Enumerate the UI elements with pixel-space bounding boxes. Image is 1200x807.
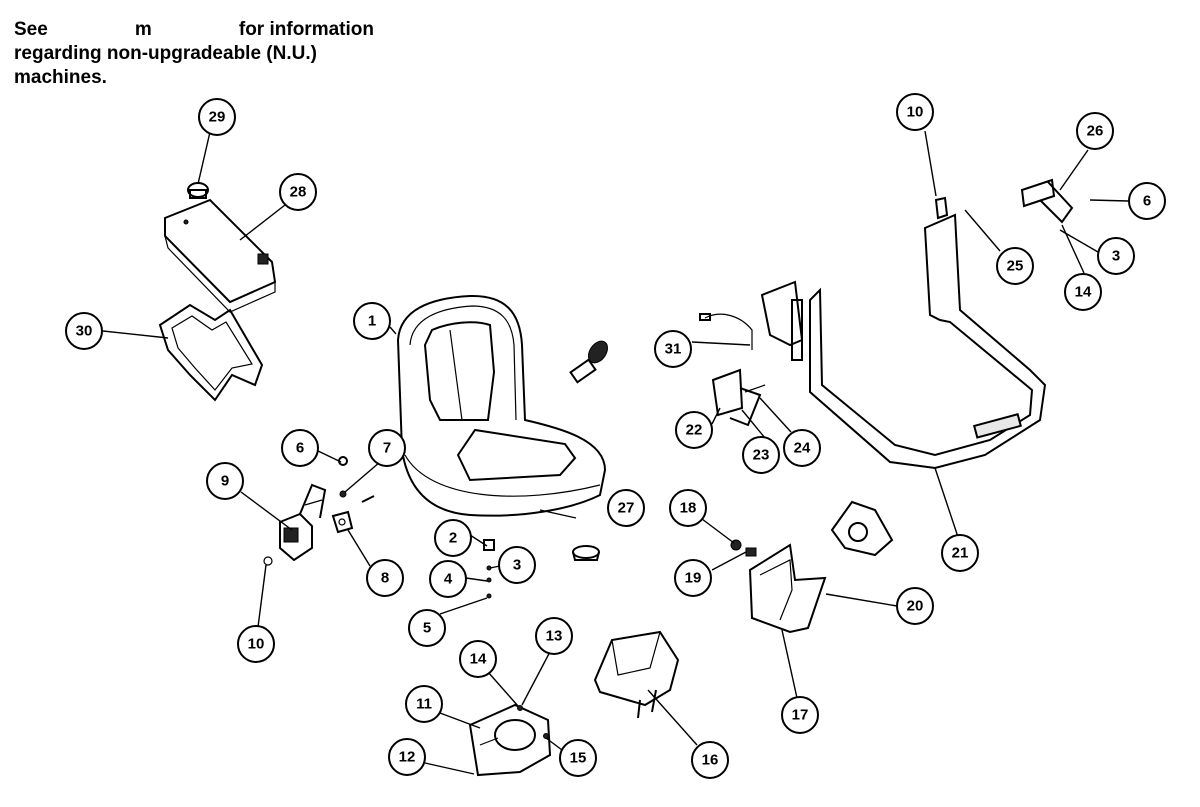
svg-text:18: 18 bbox=[680, 500, 697, 517]
svg-text:25: 25 bbox=[1007, 258, 1024, 275]
callout-13: 13 bbox=[535, 617, 573, 655]
svg-text:3: 3 bbox=[1112, 248, 1120, 265]
callout-26: 26 bbox=[1076, 112, 1114, 150]
svg-text:17: 17 bbox=[792, 707, 809, 724]
svg-text:22: 22 bbox=[686, 422, 703, 439]
callout-27: 27 bbox=[607, 489, 645, 527]
svg-text:27: 27 bbox=[618, 500, 635, 517]
callout-19: 19 bbox=[674, 559, 712, 597]
callout-16: 16 bbox=[691, 741, 729, 779]
callout-4: 4 bbox=[429, 560, 467, 598]
callout-9: 9 bbox=[206, 462, 244, 500]
note-word-info: for information bbox=[238, 19, 374, 40]
callout-10-upper: 10 bbox=[896, 93, 934, 131]
svg-text:14: 14 bbox=[470, 651, 487, 668]
svg-text:19: 19 bbox=[685, 570, 702, 587]
svg-text:9: 9 bbox=[221, 473, 229, 490]
callout-15: 15 bbox=[559, 739, 597, 777]
part-31-bracket bbox=[699, 280, 804, 361]
callout-14-upper: 14 bbox=[1064, 273, 1102, 311]
svg-text:5: 5 bbox=[423, 620, 431, 637]
svg-text:20: 20 bbox=[907, 598, 924, 615]
svg-text:11: 11 bbox=[416, 696, 432, 713]
callout-31: 31 bbox=[654, 330, 692, 368]
svg-text:12: 12 bbox=[399, 749, 416, 766]
callout-5: 5 bbox=[408, 609, 446, 647]
part-9-switch-assembly bbox=[263, 456, 375, 566]
part-22-24-bracket-set bbox=[711, 368, 766, 427]
callout-20: 20 bbox=[896, 587, 934, 625]
callout-10: 10 bbox=[237, 625, 275, 663]
callout-14: 14 bbox=[459, 640, 497, 678]
svg-text:10: 10 bbox=[907, 104, 924, 121]
svg-text:29: 29 bbox=[209, 109, 226, 126]
callout-30: 30 bbox=[65, 312, 103, 350]
svg-text:28: 28 bbox=[290, 184, 307, 201]
svg-text:15: 15 bbox=[570, 750, 587, 767]
part-30-gasket bbox=[158, 303, 264, 402]
svg-text:8: 8 bbox=[381, 570, 389, 587]
callout-1: 1 bbox=[353, 302, 391, 340]
callout-24: 24 bbox=[783, 429, 821, 467]
part-29-knob bbox=[187, 182, 209, 199]
info-note: See m for information regarding non-upgr… bbox=[14, 18, 374, 90]
callout-7: 7 bbox=[368, 429, 406, 467]
callout-2: 2 bbox=[434, 519, 472, 557]
note-word-see: See bbox=[14, 19, 48, 40]
svg-text:16: 16 bbox=[702, 752, 719, 769]
note-word-m: m bbox=[134, 19, 152, 40]
callout-3-upper: 3 bbox=[1097, 237, 1135, 275]
callout-28: 28 bbox=[279, 173, 317, 211]
part-21-frame bbox=[809, 196, 1047, 470]
callout-8: 8 bbox=[366, 559, 404, 597]
callout-11: 11 bbox=[405, 685, 443, 723]
svg-text:21: 21 bbox=[952, 545, 969, 562]
note-line-3: machines. bbox=[14, 67, 107, 88]
note-line-2: regarding non-upgradeable (N.U.) bbox=[14, 43, 317, 64]
callout-23: 23 bbox=[742, 436, 780, 474]
callout-25: 25 bbox=[996, 247, 1034, 285]
part-26-bracket bbox=[1020, 178, 1074, 224]
callout-22: 22 bbox=[675, 411, 713, 449]
part-2-5-hardware bbox=[483, 539, 495, 599]
callout-18: 18 bbox=[669, 489, 707, 527]
svg-text:31: 31 bbox=[665, 341, 682, 358]
part-1-seat bbox=[396, 294, 607, 517]
callout-6: 6 bbox=[281, 429, 319, 467]
svg-text:13: 13 bbox=[546, 628, 563, 645]
svg-text:7: 7 bbox=[383, 440, 391, 457]
svg-text:6: 6 bbox=[296, 440, 304, 457]
svg-text:1: 1 bbox=[368, 313, 376, 330]
svg-text:2: 2 bbox=[449, 530, 457, 547]
callout-6-upper: 6 bbox=[1128, 182, 1166, 220]
upper-bracket bbox=[830, 500, 894, 557]
part-17-side-panel bbox=[748, 543, 827, 634]
part-28-cover-plate bbox=[164, 198, 277, 313]
note-line-1: See m for information bbox=[14, 18, 374, 42]
svg-text:23: 23 bbox=[753, 447, 770, 464]
callout-29: 29 bbox=[198, 98, 236, 136]
callout-3: 3 bbox=[498, 546, 536, 584]
part-16-shroud bbox=[593, 630, 680, 719]
callout-12: 12 bbox=[388, 738, 426, 776]
svg-text:10: 10 bbox=[248, 636, 265, 653]
svg-text:4: 4 bbox=[444, 571, 453, 588]
callout-21: 21 bbox=[941, 534, 979, 572]
svg-text:30: 30 bbox=[76, 323, 93, 340]
part-11-mounting-plate bbox=[468, 703, 552, 777]
svg-text:24: 24 bbox=[794, 440, 811, 457]
callout-17: 17 bbox=[781, 696, 819, 734]
svg-text:3: 3 bbox=[513, 557, 521, 574]
svg-text:6: 6 bbox=[1143, 193, 1151, 210]
svg-text:26: 26 bbox=[1087, 123, 1104, 140]
part-27-bumper bbox=[572, 545, 600, 561]
seat-lever bbox=[569, 340, 609, 384]
leader-lines bbox=[102, 130, 1129, 775]
svg-text:14: 14 bbox=[1075, 284, 1092, 301]
